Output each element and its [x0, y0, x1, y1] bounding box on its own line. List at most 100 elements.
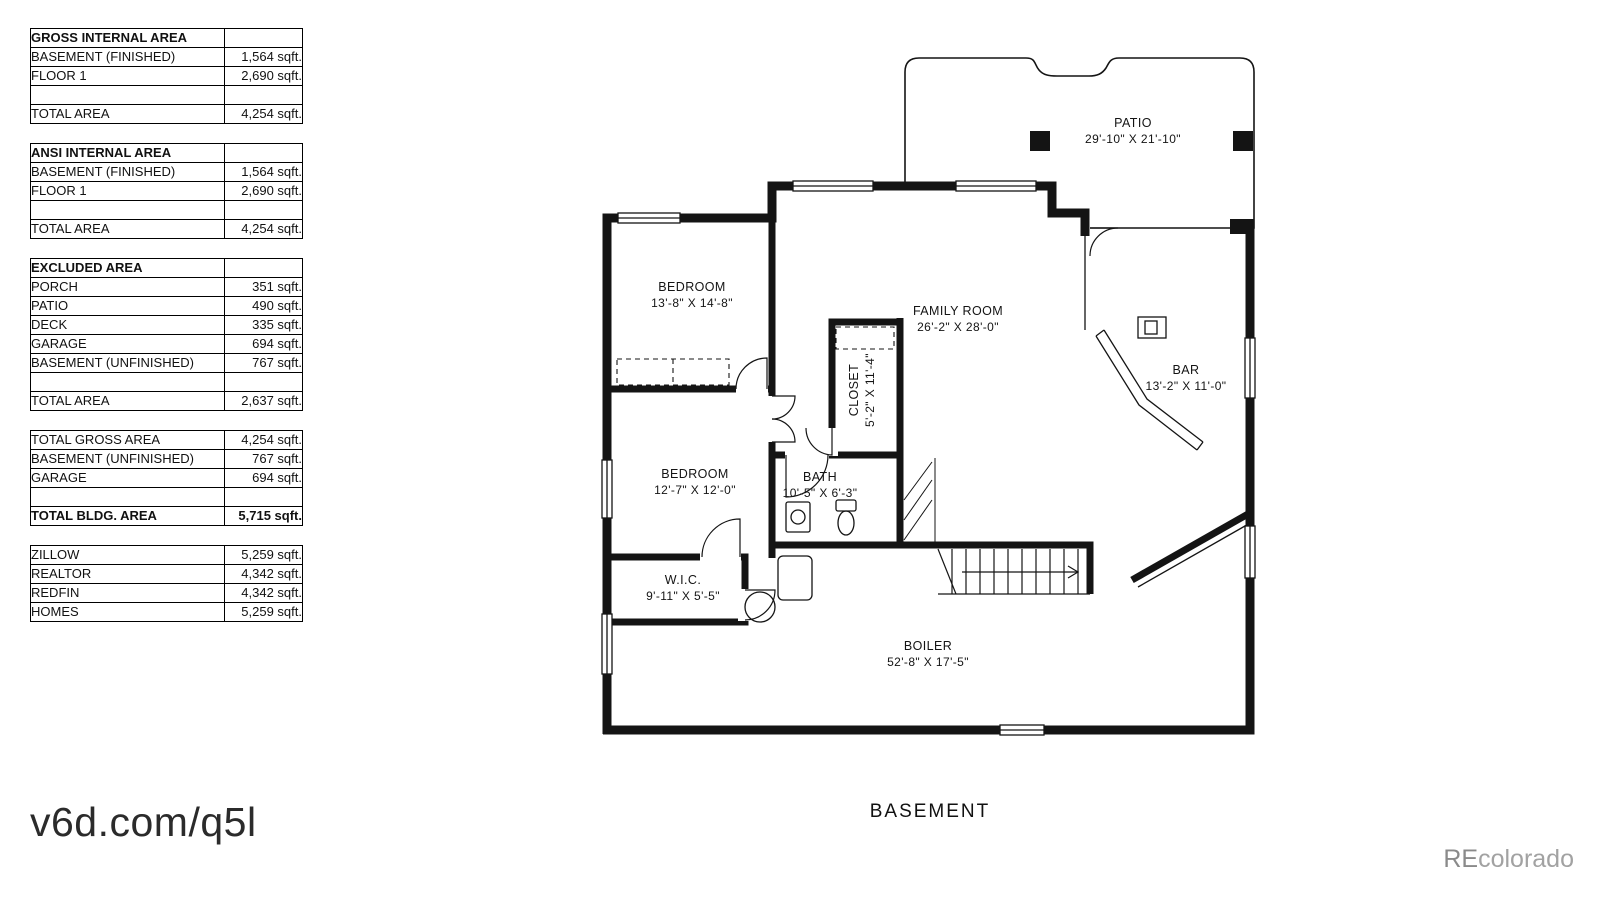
area-label-cell: FLOOR 1 — [30, 181, 225, 201]
door-arc — [701, 518, 741, 558]
ansi-internal-area-table: ANSI INTERNAL AREA BASEMENT (FINISHED) 1… — [30, 143, 303, 239]
bar-counter — [1095, 329, 1204, 451]
bar-sink — [1137, 316, 1167, 339]
door-arc — [771, 395, 796, 420]
patio-outline — [904, 57, 1255, 229]
area-value-cell: 5,259 sqft. — [224, 545, 303, 565]
room-label-bath: BATH — [803, 470, 837, 484]
area-value-cell: 1,564 sqft. — [224, 47, 303, 67]
fixtures — [744, 236, 1204, 623]
room-dims-boiler: 52'-8" X 17'-5" — [887, 655, 969, 669]
shortlink-text: v6d.com/q5l — [30, 799, 257, 845]
area-label-cell: BASEMENT (FINISHED) — [30, 162, 225, 182]
room-dims-bar: 13'-2" X 11'-0" — [1146, 379, 1227, 393]
room-label-patio: PATIO — [1114, 116, 1152, 130]
area-value-cell: 4,254 sqft. — [224, 104, 303, 124]
room-label-boiler: BOILER — [904, 639, 952, 653]
area-value-cell: 490 sqft. — [224, 296, 303, 316]
room-dims-bedroom-2: 12'-7" X 12'-0" — [654, 483, 736, 497]
furniture — [777, 555, 813, 601]
area-label-cell: PATIO — [30, 296, 225, 316]
area-label-cell: REDFIN — [30, 583, 225, 603]
table-row: TOTAL AREA 4,254 sqft. — [30, 104, 303, 124]
room-label-bedroom-1: BEDROOM — [658, 280, 725, 294]
room-labels: PATIO 29'-10" X 21'-10" BEDROOM 13'-8" X… — [646, 116, 1226, 669]
room-label-family-room: FAMILY ROOM — [913, 304, 1003, 318]
table-row: PATIO 490 sqft. — [30, 296, 303, 316]
area-value-cell: 2,637 sqft. — [224, 391, 303, 411]
door-arc — [785, 454, 829, 498]
area-label-cell: TOTAL GROSS AREA — [30, 430, 225, 450]
room-label-closet: CLOSET — [847, 364, 861, 416]
toilet-bowl — [837, 510, 855, 536]
recolorado-watermark: REcolorado — [1443, 845, 1574, 874]
room-dims-family-room: 26'-2" X 28'-0" — [917, 320, 999, 334]
door-arc — [1089, 227, 1119, 257]
area-label-cell: TOTAL AREA — [30, 391, 225, 411]
bar-sink-basin — [1144, 320, 1158, 335]
toilet-tank — [835, 499, 857, 512]
round-table — [744, 591, 776, 623]
table-row: TOTAL AREA 4,254 sqft. — [30, 219, 303, 239]
total-areas-table: TOTAL GROSS AREA 4,254 sqft. BASEMENT (U… — [30, 430, 303, 526]
table-header-row: EXCLUDED AREA — [30, 258, 303, 278]
room-dims-bath: 10'-5" X 6'-3" — [783, 486, 858, 500]
gross-internal-area-table: GROSS INTERNAL AREA BASEMENT (FINISHED) … — [30, 28, 303, 124]
interior-walls — [604, 215, 1250, 626]
watermark-light-part: colorado — [1478, 845, 1574, 873]
bath-sink — [785, 501, 811, 533]
stairs — [937, 548, 1090, 595]
area-value-cell: 2,690 sqft. — [224, 181, 303, 201]
bath-sink-bowl — [790, 509, 806, 525]
room-dims-wic: 9'-11" X 5'-5" — [646, 589, 720, 603]
windows — [601, 180, 1256, 736]
room-dims-bedroom-1: 13'-8" X 14'-8" — [651, 296, 733, 310]
table-row: BASEMENT (FINISHED) 1,564 sqft. — [30, 47, 303, 67]
stair-arrow-head — [1067, 565, 1080, 579]
area-label-cell: TOTAL AREA — [30, 219, 225, 239]
room-label-bedroom-2: BEDROOM — [661, 467, 728, 481]
area-value-cell: 1,564 sqft. — [224, 162, 303, 182]
table-row: GARAGE 694 sqft. — [30, 334, 303, 354]
table-row: ZILLOW 5,259 sqft. — [30, 545, 303, 565]
area-value-cell: 4,254 sqft. — [224, 219, 303, 239]
stair-break-line — [937, 548, 957, 595]
door-arc — [771, 418, 796, 443]
table-row: PORCH 351 sqft. — [30, 277, 303, 297]
table-row: HOMES 5,259 sqft. — [30, 602, 303, 622]
patio-posts — [1030, 131, 1254, 234]
table-row: BASEMENT (FINISHED) 1,564 sqft. — [30, 162, 303, 182]
area-label-cell: TOTAL BLDG. AREA — [30, 506, 225, 526]
area-value-cell: 5,259 sqft. — [224, 602, 303, 622]
door-arc — [735, 357, 768, 390]
table-row — [30, 85, 303, 105]
table-row: FLOOR 1 2,690 sqft. — [30, 66, 303, 86]
area-label-cell: HOMES — [30, 602, 225, 622]
room-dims-closet: 5'-2" X 11'-4" — [863, 353, 877, 427]
table-row — [30, 487, 303, 507]
floor-title: BASEMENT — [869, 801, 991, 822]
room-label-wic: W.I.C. — [665, 573, 701, 587]
table-row: TOTAL GROSS AREA 4,254 sqft. — [30, 430, 303, 450]
window-diagonal — [1137, 521, 1253, 588]
table-row: TOTAL AREA 2,637 sqft. — [30, 391, 303, 411]
table-row-total-bldg: TOTAL BLDG. AREA 5,715 sqft. — [30, 506, 303, 526]
table-header-row: ANSI INTERNAL AREA — [30, 143, 303, 163]
door-arc — [805, 427, 833, 456]
area-value-cell: 694 sqft. — [224, 468, 303, 488]
closet-shelving-dashed — [616, 326, 895, 386]
under-stair-hatch — [903, 458, 936, 545]
room-dims-patio: 29'-10" X 21'-10" — [1085, 132, 1181, 146]
area-value-cell: 2,690 sqft. — [224, 66, 303, 86]
listing-sites-table: ZILLOW 5,259 sqft. REALTOR 4,342 sqft. R… — [30, 545, 303, 622]
area-value-cell: 5,715 sqft. — [224, 506, 303, 526]
table-row: FLOOR 1 2,690 sqft. — [30, 181, 303, 201]
table-row: REDFIN 4,342 sqft. — [30, 583, 303, 603]
excluded-area-table: EXCLUDED AREA PORCH 351 sqft. PATIO 490 … — [30, 258, 303, 411]
area-label-cell: ZILLOW — [30, 545, 225, 565]
area-label-cell: TOTAL AREA — [30, 104, 225, 124]
area-summary-tables: GROSS INTERNAL AREA BASEMENT (FINISHED) … — [30, 28, 303, 641]
room-label-bar: BAR — [1173, 363, 1200, 377]
doors — [701, 227, 1119, 621]
